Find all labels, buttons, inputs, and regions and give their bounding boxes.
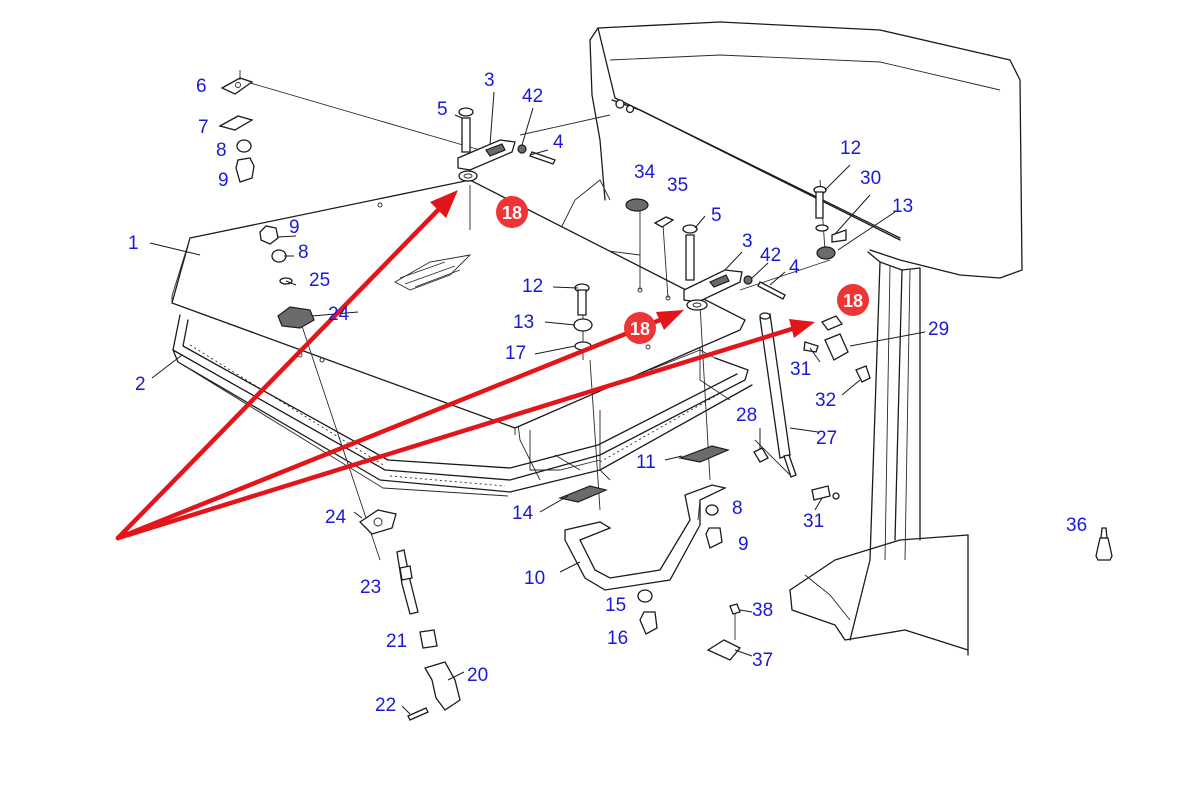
label-42: 42 bbox=[760, 245, 781, 266]
lower-hinge-assembly bbox=[682, 224, 786, 311]
label-6: 6 bbox=[196, 76, 207, 97]
label-9: 9 bbox=[738, 534, 749, 555]
label-29: 29 bbox=[928, 319, 949, 340]
label-36: 36 bbox=[1066, 515, 1087, 536]
label-12: 12 bbox=[840, 138, 861, 159]
arrow-to-strut-bracket-washer bbox=[115, 325, 798, 541]
label-35: 35 bbox=[667, 175, 688, 196]
label-23: 23 bbox=[360, 577, 381, 598]
label-34: 34 bbox=[634, 162, 656, 183]
badge-18-text: 18 bbox=[502, 203, 522, 223]
label-8: 8 bbox=[732, 498, 743, 519]
label-8: 8 bbox=[298, 242, 309, 263]
right-bolt-stack bbox=[813, 185, 847, 260]
label-38: 38 bbox=[752, 600, 773, 621]
label-15: 15 bbox=[605, 595, 626, 616]
badge-18-right: 18 bbox=[837, 284, 869, 316]
label-4: 4 bbox=[789, 257, 800, 278]
label-11: 11 bbox=[636, 452, 656, 473]
label-42: 42 bbox=[522, 86, 543, 107]
label-4: 4 bbox=[553, 132, 564, 153]
label-32: 32 bbox=[815, 390, 836, 411]
label-13: 13 bbox=[892, 196, 913, 217]
label-8: 8 bbox=[216, 140, 227, 161]
catch-plate bbox=[706, 603, 742, 661]
label-22: 22 bbox=[375, 695, 396, 716]
label-13: 13 bbox=[513, 312, 534, 333]
cover-caps bbox=[625, 198, 675, 228]
label-28: 28 bbox=[736, 405, 757, 426]
label-27: 27 bbox=[816, 428, 837, 449]
label-30: 30 bbox=[860, 168, 881, 189]
arrow-to-hinge-washer-upper bbox=[115, 203, 445, 541]
label-14: 14 bbox=[512, 503, 534, 524]
badge-18-text: 18 bbox=[630, 319, 650, 339]
left-fastener-stack bbox=[218, 70, 255, 183]
label-31: 31 bbox=[790, 359, 811, 380]
highlight-arrows bbox=[115, 190, 815, 541]
label-10: 10 bbox=[524, 568, 545, 589]
label-21: 21 bbox=[386, 631, 407, 652]
label-12: 12 bbox=[522, 276, 543, 297]
label-9: 9 bbox=[218, 170, 229, 191]
label-25: 25 bbox=[309, 270, 330, 291]
cab-body-outline bbox=[514, 21, 1023, 656]
label-2: 2 bbox=[135, 374, 146, 395]
label-9: 9 bbox=[289, 217, 300, 238]
label-7: 7 bbox=[198, 117, 209, 138]
upper-hinge-assembly bbox=[457, 107, 556, 182]
label-leader-lines bbox=[149, 91, 926, 715]
label-1: 1 bbox=[128, 233, 139, 254]
label-3: 3 bbox=[742, 231, 753, 252]
label-5: 5 bbox=[711, 205, 722, 226]
part-number-labels: 1 2 3 3 4 4 5 5 6 7 8 8 8 9 9 9 10 11 12… bbox=[128, 70, 1087, 716]
label-31: 31 bbox=[803, 511, 824, 532]
lock-mechanism bbox=[358, 509, 461, 721]
label-17: 17 bbox=[505, 343, 526, 364]
badge-18-upper: 18 bbox=[496, 196, 528, 228]
inner-handle-assembly bbox=[557, 445, 730, 635]
badge-18-middle: 18 bbox=[624, 312, 656, 344]
label-3: 3 bbox=[484, 70, 495, 91]
arrow-to-hinge-washer-lower bbox=[115, 315, 668, 541]
label-20: 20 bbox=[467, 665, 488, 686]
gas-strut-assembly bbox=[753, 312, 871, 501]
badge-18-text: 18 bbox=[843, 291, 863, 311]
label-24: 24 bbox=[328, 304, 350, 325]
label-16: 16 bbox=[607, 628, 628, 649]
label-37: 37 bbox=[752, 650, 773, 671]
assembly-axis-lines bbox=[239, 79, 831, 640]
label-24: 24 bbox=[325, 507, 347, 528]
adhesive-bottle bbox=[1095, 527, 1113, 561]
label-5: 5 bbox=[437, 99, 448, 120]
